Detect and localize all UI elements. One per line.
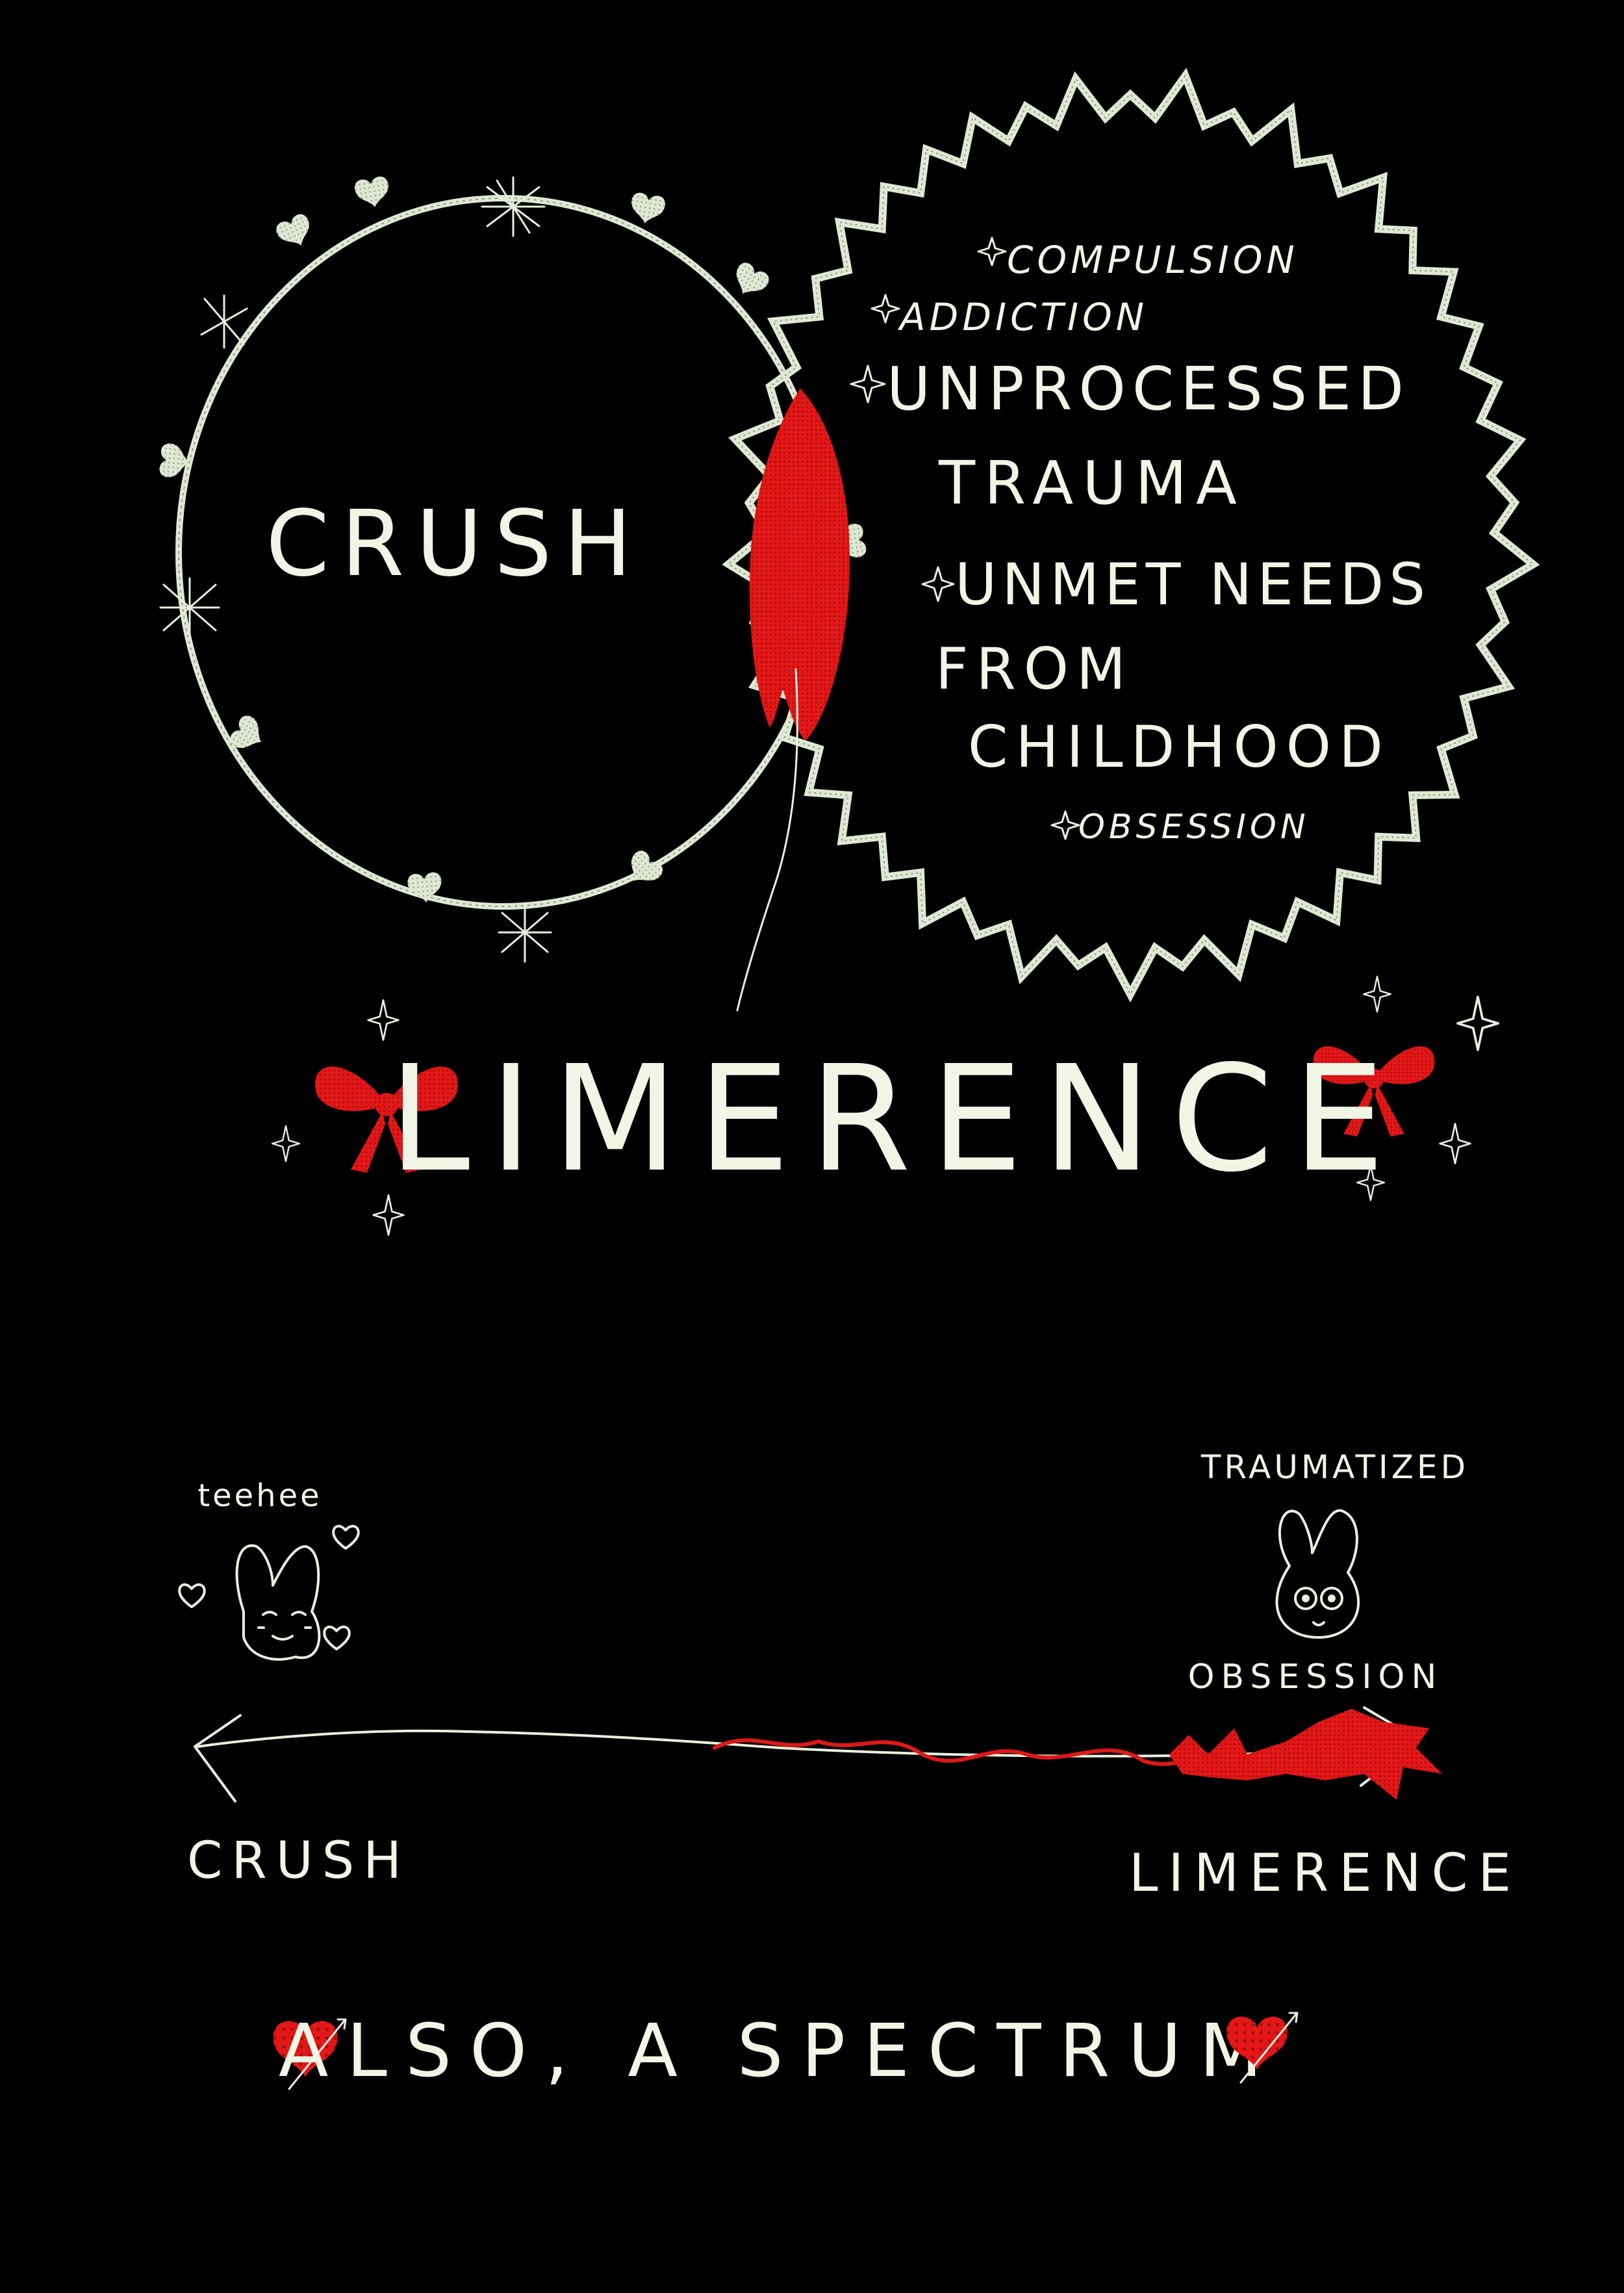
trait-unprocessed: UNPROCESSED [887, 354, 1410, 424]
limerence-traits: COMPULSION ADDICTION UNPROCESSED TRAUMA … [850, 237, 1430, 847]
trait-compulsion: COMPULSION [1007, 238, 1299, 282]
overlap-red-fill [750, 389, 850, 741]
spectrum-end-limerence: LIMERENCE [1129, 1843, 1521, 1903]
small-hearts [178, 1524, 360, 1650]
spectrum-arrow [194, 1706, 1442, 1802]
bow-icon-right [1313, 1046, 1435, 1137]
venn-crush-label: CRUSH [266, 491, 644, 597]
bunny-happy [235, 1544, 321, 1661]
trait-addiction: ADDICTION [897, 295, 1148, 339]
caption-teehee: teehee [197, 1478, 322, 1514]
title-limerence: LIMERENCE [388, 1034, 1404, 1205]
trait-unmet-needs: UNMET NEEDS [955, 551, 1430, 618]
caption-traumatized: TRAUMATIZED [1200, 1448, 1469, 1486]
bunny-traumatized [1275, 1509, 1360, 1639]
trait-trauma: TRAUMA [938, 448, 1246, 518]
pointer-line [736, 668, 798, 1012]
heart-arrow-icon-right [1226, 2012, 1299, 2084]
title-group: LIMERENCE [272, 975, 1499, 1236]
heart-arrow-icon-left [273, 2018, 347, 2090]
trait-childhood: CHILDHOOD [968, 713, 1391, 780]
starburst-decorations [159, 176, 552, 963]
spectrum-end-crush: CRUSH [187, 1832, 411, 1890]
bullet-sparkles [850, 237, 1080, 840]
footer-text: ALSO, A SPECTRUM [279, 2009, 1280, 2094]
trait-from: FROM [935, 635, 1134, 702]
caption-obsession: OBSESSION [1188, 1658, 1443, 1697]
bow-icon-left [315, 1066, 458, 1173]
trait-obsession: OBSESSION [1078, 808, 1310, 847]
